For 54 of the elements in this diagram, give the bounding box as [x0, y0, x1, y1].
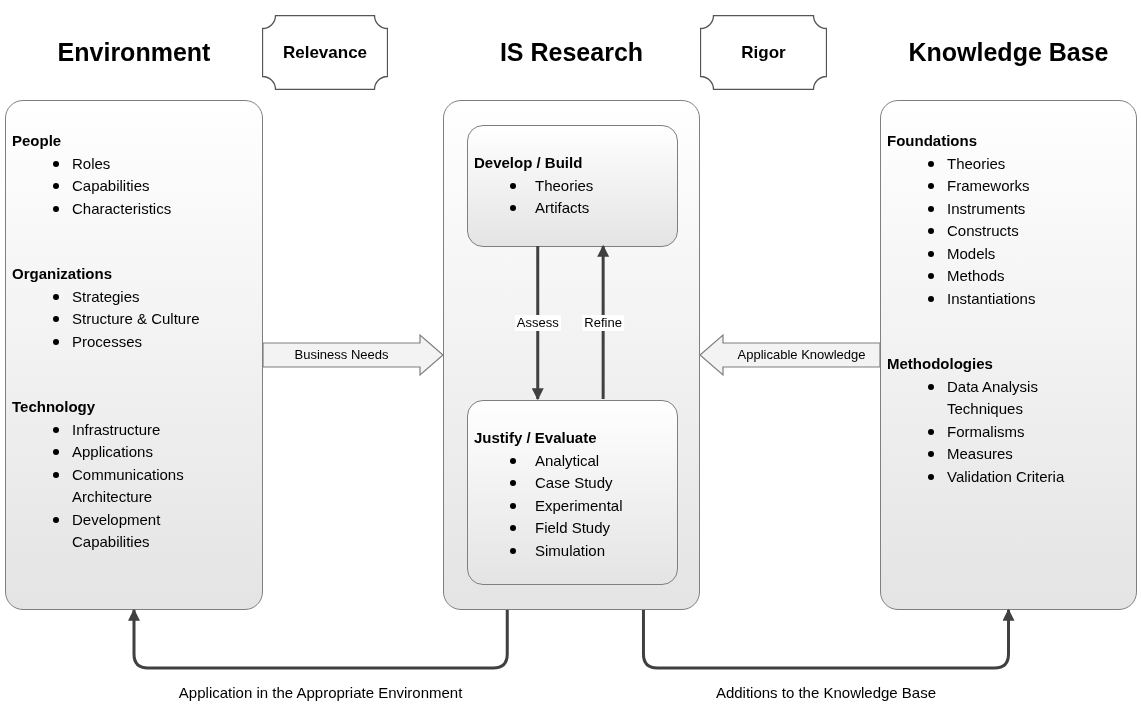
list-item: Constructs — [947, 221, 1020, 241]
list-item: Roles — [72, 153, 112, 174]
list-item: Capabilities — [72, 176, 151, 196]
list-item: Measures — [947, 444, 1014, 464]
column-heading: IS Research — [498, 37, 645, 68]
edge-label: Additions to the Knowledge Base — [715, 683, 937, 701]
arrow — [597, 244, 610, 399]
process-box — [467, 125, 678, 247]
list-item: Field Study — [535, 518, 612, 538]
list-item: Theories — [947, 153, 1007, 174]
list-item: Instantiations — [947, 288, 1037, 309]
block-arrow — [699, 333, 881, 377]
list-item: Applications — [72, 442, 154, 462]
plaque-label: Rigor — [740, 42, 787, 63]
list-item: Validation Criteria — [947, 466, 1066, 487]
column-heading: Knowledge Base — [907, 37, 1110, 68]
edge-label: Business Needs — [294, 347, 389, 363]
list-item: Communications Architecture — [72, 464, 185, 507]
list-item: Models — [947, 243, 997, 264]
list-item: Structure & Culture — [72, 309, 201, 329]
section-heading: Methodologies — [887, 354, 993, 374]
edge-label: Applicable Knowledge — [737, 347, 866, 363]
list-item: Experimental — [535, 495, 624, 516]
list-item: Processes — [72, 331, 144, 352]
list-item: Instruments — [947, 198, 1027, 219]
list-item: Data Analysis Techniques — [947, 376, 1039, 419]
block-arrow — [262, 333, 444, 377]
arrow — [531, 246, 544, 401]
plaque-label: Relevance — [281, 42, 369, 63]
arrow — [128, 608, 509, 670]
process-box — [467, 400, 678, 585]
list-item: Simulation — [535, 540, 607, 561]
list-item: Strategies — [72, 286, 141, 307]
column-heading: Environment — [56, 37, 212, 68]
edge-label: Assess — [514, 315, 561, 331]
section-heading: Organizations — [12, 264, 112, 284]
list-item: Frameworks — [947, 176, 1031, 196]
list-item: Development Capabilities — [72, 509, 162, 552]
list-item: Infrastructure — [72, 419, 162, 440]
arrow — [641, 608, 1015, 670]
section-heading: People — [12, 131, 62, 151]
list-item: Methods — [947, 266, 1006, 286]
section-heading: Foundations — [887, 131, 977, 151]
list-item: Analytical — [535, 450, 601, 471]
list-item: Characteristics — [72, 198, 173, 219]
section-heading: Justify / Evaluate — [474, 428, 597, 448]
section-heading: Technology — [12, 397, 96, 417]
list-item: Theories — [535, 175, 595, 196]
list-item: Case Study — [535, 473, 614, 493]
list-item: Formalisms — [947, 421, 1026, 442]
section-heading: Develop / Build — [474, 153, 583, 173]
edge-label: Refine — [582, 315, 624, 331]
list-item: Artifacts — [535, 198, 591, 218]
edge-label: Application in the Appropriate Environment — [178, 683, 463, 701]
